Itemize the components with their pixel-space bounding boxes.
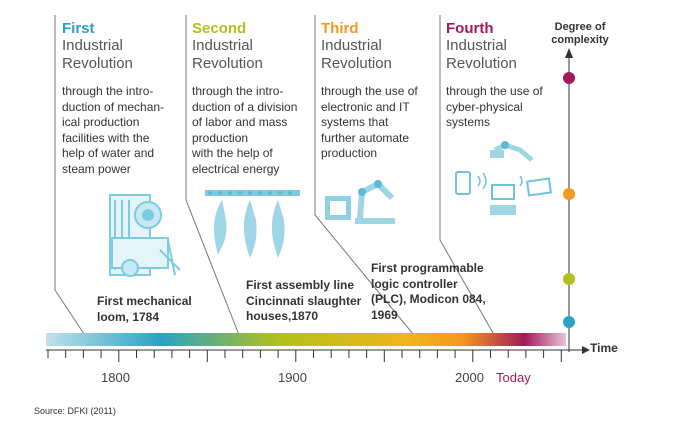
complexity-dot bbox=[563, 188, 575, 200]
revolution-title: Industrial bbox=[192, 37, 253, 54]
desc-line: electrical energy bbox=[192, 161, 280, 176]
time-axis-arrow bbox=[582, 346, 590, 354]
revolution-title: Revolution bbox=[62, 55, 133, 72]
desc-line: steam power bbox=[62, 161, 131, 176]
desc-line: with the help of bbox=[192, 146, 273, 160]
loom-icon bbox=[109, 194, 181, 277]
robot-arm-icon bbox=[325, 180, 395, 224]
complexity-axis-label: Degree of complexity bbox=[540, 21, 620, 47]
year-label-1800: 1800 bbox=[101, 370, 130, 385]
revolution-ordinal: First bbox=[62, 20, 95, 37]
milestone-assembly-line: First assembly line Cincinnati slaughter… bbox=[246, 278, 361, 325]
desc-line: help of water and bbox=[62, 146, 155, 160]
revolution-description: through the intro- duction of a division… bbox=[192, 84, 312, 177]
complexity-dot bbox=[563, 72, 575, 84]
revolution-title: Industrial bbox=[321, 37, 382, 54]
desc-line: systems bbox=[446, 115, 491, 129]
axis-label-line: Degree of bbox=[554, 21, 606, 33]
milestone-line: loom, 1784 bbox=[97, 309, 160, 324]
desc-line: facilities with the bbox=[62, 130, 150, 145]
revolution-title: Industrial bbox=[62, 37, 123, 54]
milestone-line: 1969 bbox=[371, 307, 398, 322]
time-axis-label: Time bbox=[590, 341, 618, 355]
cyber-physical-icon bbox=[455, 141, 552, 215]
desc-line: through the use of bbox=[321, 84, 418, 98]
desc-line: production bbox=[192, 130, 249, 145]
milestone-line: houses,1870 bbox=[246, 309, 319, 323]
milestone-plc: First programmable logic controller (PLC… bbox=[371, 261, 486, 323]
year-label-1900: 1900 bbox=[278, 370, 307, 385]
complexity-dots bbox=[563, 72, 575, 328]
timeline-bar bbox=[46, 333, 566, 346]
source-caption: Source: DFKI (2011) bbox=[34, 406, 116, 416]
desc-line: through the use of bbox=[446, 84, 543, 98]
revolution-title: Revolution bbox=[321, 55, 392, 72]
milestone-line: (PLC), Modicon 084, bbox=[371, 292, 486, 306]
desc-line: through the intro- bbox=[192, 84, 284, 98]
revolution-description: through the use of electronic and IT sys… bbox=[321, 84, 441, 162]
desc-line: duction of a division bbox=[192, 99, 298, 114]
complexity-axis-arrow bbox=[565, 48, 573, 58]
revolution-ordinal: Fourth bbox=[446, 20, 494, 37]
milestone-line: First mechanical bbox=[97, 294, 192, 308]
today-label: Today bbox=[496, 370, 531, 385]
milestone-line: Cincinnati slaughter bbox=[246, 293, 362, 308]
complexity-dot bbox=[563, 316, 575, 328]
era-separator-lines bbox=[54, 15, 498, 341]
revolution-fourth: Fourth Industrial Revolution through the… bbox=[446, 20, 566, 131]
year-label-2000: 2000 bbox=[455, 370, 484, 385]
desc-line: ical production bbox=[62, 115, 140, 129]
era-line-2 bbox=[185, 15, 242, 341]
revolution-description: through the intro- duction of mechan- ic… bbox=[62, 84, 182, 177]
revolution-title: Revolution bbox=[192, 55, 263, 72]
era-line-3 bbox=[314, 15, 419, 341]
milestone-loom: First mechanical loom, 1784 bbox=[97, 294, 192, 325]
desc-line: further automate bbox=[321, 130, 410, 145]
desc-line: of labor and mass bbox=[192, 115, 288, 129]
milestone-line: logic controller bbox=[371, 276, 458, 291]
desc-line: cyber-physical bbox=[446, 99, 523, 114]
revolution-second: Second Industrial Revolution through the… bbox=[192, 20, 312, 177]
era-line-1 bbox=[54, 15, 89, 341]
time-axis-ticks bbox=[47, 350, 562, 362]
revolution-ordinal: Third bbox=[321, 20, 359, 37]
revolution-third: Third Industrial Revolution through the … bbox=[321, 20, 441, 162]
desc-line: electronic and IT bbox=[321, 99, 410, 114]
desc-line: duction of mechan- bbox=[62, 99, 165, 114]
revolution-first: First Industrial Revolution through the … bbox=[62, 20, 182, 177]
desc-line: systems that bbox=[321, 115, 389, 129]
revolution-title: Industrial bbox=[446, 37, 507, 54]
revolution-description: through the use of cyber-physical system… bbox=[446, 84, 566, 131]
milestone-line: First assembly line bbox=[246, 278, 355, 292]
axis-label-line: complexity bbox=[551, 34, 609, 46]
revolution-title: Revolution bbox=[446, 55, 517, 72]
assembly-line-icon bbox=[205, 190, 300, 258]
milestone-line: First programmable bbox=[371, 261, 484, 275]
revolution-ordinal: Second bbox=[192, 20, 247, 37]
desc-line: through the intro- bbox=[62, 84, 154, 98]
era-line-4 bbox=[439, 15, 498, 341]
desc-line: production bbox=[321, 146, 378, 160]
complexity-dot bbox=[563, 273, 575, 285]
